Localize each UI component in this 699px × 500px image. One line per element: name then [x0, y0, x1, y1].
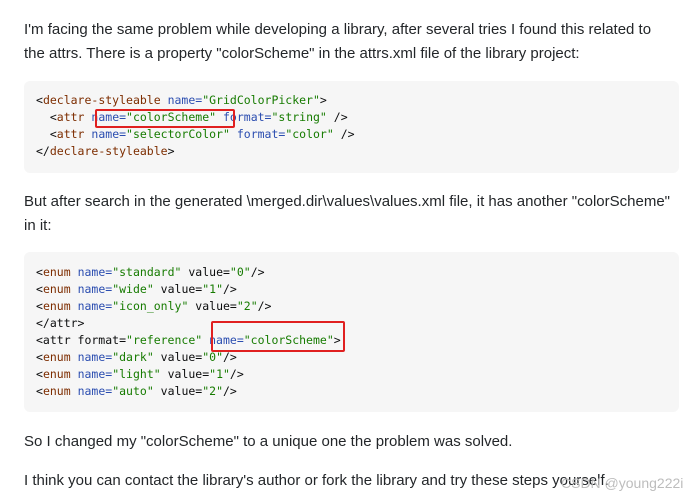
- paragraph-intro: I'm facing the same problem while develo…: [24, 21, 652, 62]
- paragraph-advice: I think you can contact the library's au…: [24, 472, 609, 489]
- code-block-values: <enum name="standard" value="0"/> <enum …: [24, 252, 679, 412]
- paragraph-solution: So I changed my "colorScheme" to a uniqu…: [24, 433, 513, 450]
- code-line: </attr>: [36, 316, 85, 330]
- code-line: <attr format="reference" name="colorSche…: [36, 333, 341, 347]
- code-line: <enum name="wide" value="1"/>: [36, 282, 237, 296]
- code-line: <declare-styleable name="GridColorPicker…: [36, 93, 327, 107]
- code-block-attrs: <declare-styleable name="GridColorPicker…: [24, 81, 679, 173]
- code-line: <enum name="light" value="1"/>: [36, 367, 244, 381]
- code-line: <attr name="colorScheme" format="string"…: [36, 110, 348, 124]
- code-line: <enum name="dark" value="0"/>: [36, 350, 237, 364]
- watermark: CSDN @young222i: [561, 475, 684, 491]
- code-line: <enum name="auto" value="2"/>: [36, 384, 237, 398]
- code-line: <attr name="selectorColor" format="color…: [36, 127, 355, 141]
- code-line: <enum name="icon_only" value="2"/>: [36, 299, 272, 313]
- code-line: </declare-styleable>: [36, 144, 175, 158]
- paragraph-merged-values: But after search in the generated \merge…: [24, 193, 670, 234]
- code-line: <enum name="standard" value="0"/>: [36, 265, 265, 279]
